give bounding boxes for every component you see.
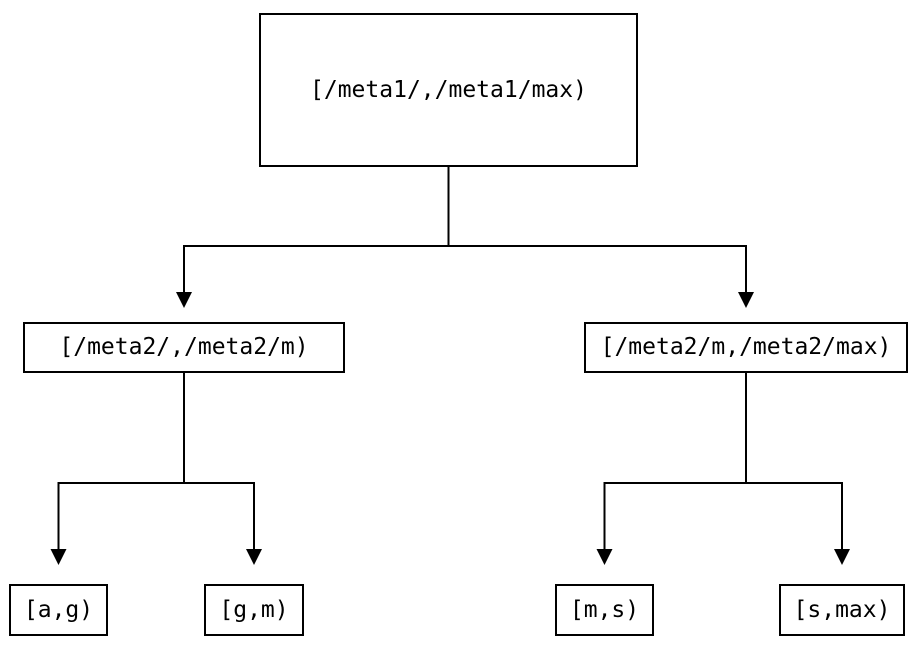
- arrowhead-to-right-node: [738, 292, 754, 308]
- edge-group-root-children: [176, 167, 754, 308]
- node-leaf-gm-label: [g,m): [219, 596, 289, 623]
- node-meta2-left-label: [/meta2/,/meta2/m): [59, 334, 309, 360]
- arrowhead-to-ms: [596, 549, 613, 565]
- node-leaf-smax-label: [s,max): [793, 596, 891, 623]
- edge-group-left-children: [50, 373, 262, 565]
- arrowhead-to-gm: [246, 549, 262, 565]
- node-leaf-ms-label: [m,s): [569, 596, 640, 623]
- edge-group-right-children: [596, 373, 850, 565]
- node-meta2-right-label: [/meta2/m,/meta2/max): [600, 334, 892, 360]
- node-leaf-smax: [s,max): [779, 584, 905, 636]
- node-root-label: [/meta1/,/meta1/max): [310, 76, 587, 103]
- arrowhead-to-ag: [50, 549, 67, 565]
- node-root: [/meta1/,/meta1/max): [259, 13, 638, 167]
- node-leaf-ag: [a,g): [9, 584, 108, 636]
- node-meta2-left: [/meta2/,/meta2/m): [23, 322, 345, 373]
- node-leaf-ms: [m,s): [555, 584, 654, 636]
- node-meta2-right: [/meta2/m,/meta2/max): [584, 322, 908, 373]
- arrowhead-to-smax: [834, 549, 850, 565]
- node-leaf-gm: [g,m): [204, 584, 304, 636]
- arrowhead-to-left-node: [176, 292, 192, 308]
- node-leaf-ag-label: [a,g): [23, 596, 94, 623]
